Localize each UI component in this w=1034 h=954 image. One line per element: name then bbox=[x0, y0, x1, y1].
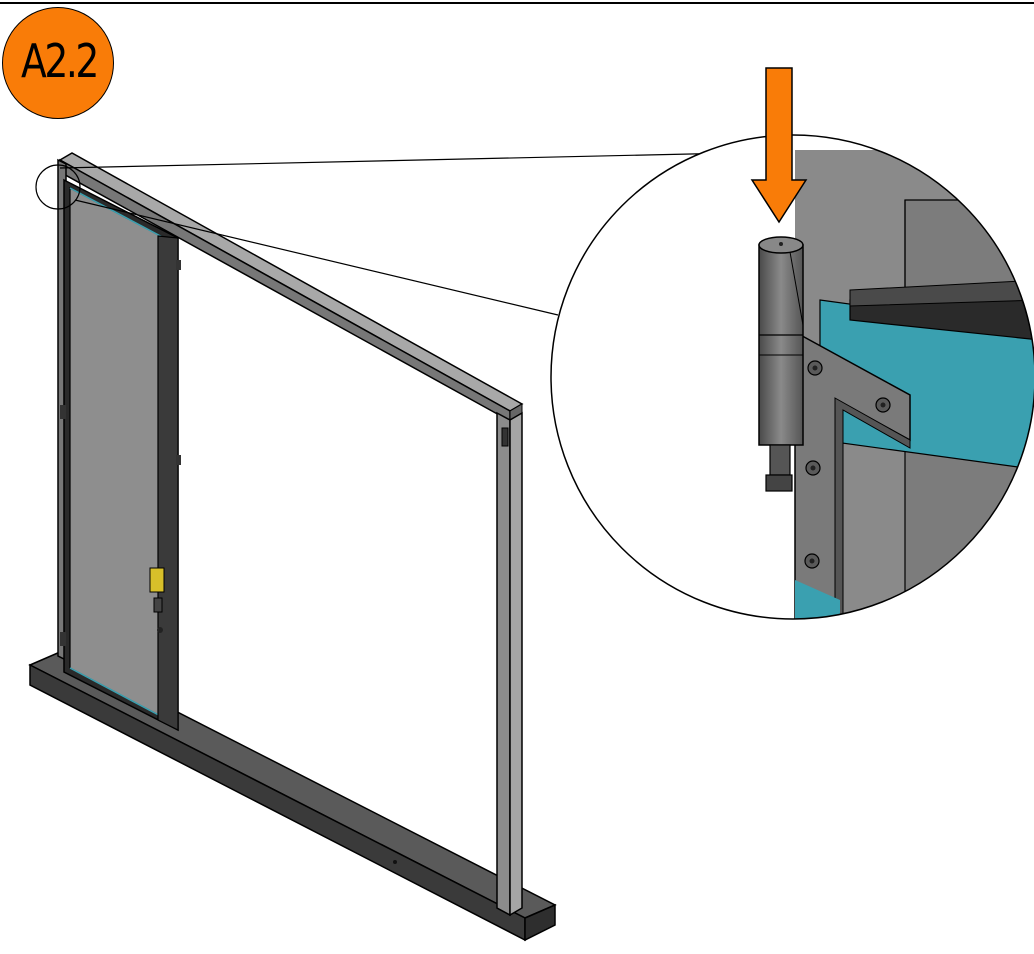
hinge-pin bbox=[758, 236, 804, 492]
top-border bbox=[0, 2, 1034, 4]
detail-callout bbox=[35, 151, 781, 316]
hinge-detail bbox=[551, 135, 1034, 619]
step-label: A2.2 bbox=[21, 34, 99, 88]
frame-right-post bbox=[496, 411, 523, 917]
step-badge: A2.2 bbox=[2, 7, 114, 119]
door-leaf bbox=[60, 178, 397, 864]
detail-circle bbox=[550, 134, 1034, 620]
insert-arrow bbox=[750, 67, 808, 224]
door-lock bbox=[149, 567, 165, 633]
